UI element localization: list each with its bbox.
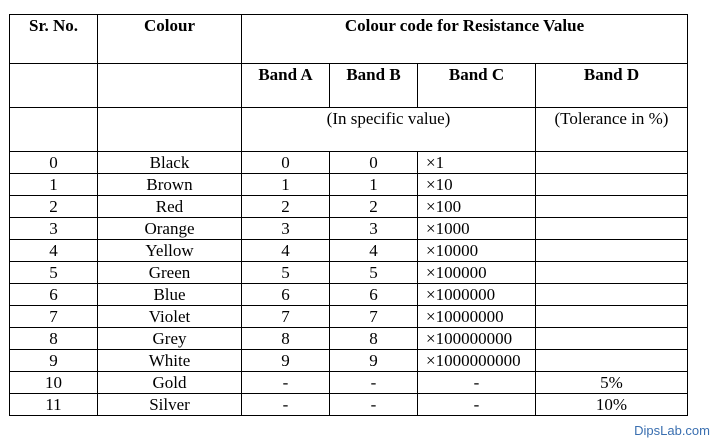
resistor-colour-code-table: Sr. No. Colour Colour code for Resistanc… [9, 14, 688, 416]
cell-colour: Yellow [97, 239, 242, 262]
cell-band-d [535, 305, 688, 328]
cell-sr-no: 2 [9, 195, 98, 218]
cell-sr-no: 5 [9, 261, 98, 284]
cell-colour: Orange [97, 217, 242, 240]
cell-colour: Violet [97, 305, 242, 328]
cell-band-a: 8 [241, 327, 330, 350]
cell-sr-no: 0 [9, 151, 98, 174]
cell-band-a: - [241, 393, 330, 416]
header-colour: Colour [97, 14, 242, 64]
cell-colour: Blue [97, 283, 242, 306]
cell-band-c: - [417, 393, 536, 416]
cell-band-c: ×1000000 [417, 283, 536, 306]
watermark-text: DipsLab.com [634, 423, 710, 438]
subheader-tolerance: (Tolerance in %) [535, 107, 688, 152]
cell-band-b: - [329, 393, 418, 416]
cell-band-a: - [241, 371, 330, 394]
cell-band-b: 8 [329, 327, 418, 350]
cell-sr-no: 9 [9, 349, 98, 372]
cell-band-d [535, 151, 688, 174]
cell-band-c: ×10000 [417, 239, 536, 262]
subheader-blank-colour [97, 107, 242, 152]
cell-band-b: - [329, 371, 418, 394]
cell-band-c: ×1000 [417, 217, 536, 240]
cell-colour: Gold [97, 371, 242, 394]
cell-band-c: ×10 [417, 173, 536, 196]
cell-sr-no: 11 [9, 393, 98, 416]
header-band-d: Band D [535, 63, 688, 108]
cell-sr-no: 10 [9, 371, 98, 394]
cell-sr-no: 1 [9, 173, 98, 196]
header-band-c: Band C [417, 63, 536, 108]
header-band-b: Band B [329, 63, 418, 108]
cell-band-a: 3 [241, 217, 330, 240]
cell-band-b: 2 [329, 195, 418, 218]
cell-colour: Black [97, 151, 242, 174]
header-sr-no: Sr. No. [9, 14, 98, 64]
cell-band-a: 7 [241, 305, 330, 328]
cell-band-d [535, 349, 688, 372]
cell-band-a: 4 [241, 239, 330, 262]
cell-band-b: 4 [329, 239, 418, 262]
cell-band-c: - [417, 371, 536, 394]
cell-band-b: 7 [329, 305, 418, 328]
cell-band-d [535, 239, 688, 262]
cell-band-c: ×100000 [417, 261, 536, 284]
cell-sr-no: 4 [9, 239, 98, 262]
cell-band-d: 10% [535, 393, 688, 416]
cell-band-c: ×1000000000 [417, 349, 536, 372]
cell-colour: Red [97, 195, 242, 218]
cell-band-c: ×1 [417, 151, 536, 174]
cell-band-c: ×10000000 [417, 305, 536, 328]
header-blank-sr [9, 63, 98, 108]
cell-colour: Silver [97, 393, 242, 416]
cell-band-b: 3 [329, 217, 418, 240]
cell-band-d [535, 195, 688, 218]
cell-sr-no: 6 [9, 283, 98, 306]
cell-band-d: 5% [535, 371, 688, 394]
header-colour-code-group: Colour code for Resistance Value [241, 14, 688, 64]
cell-band-d [535, 283, 688, 306]
header-blank-colour [97, 63, 242, 108]
cell-band-c: ×100 [417, 195, 536, 218]
cell-band-d [535, 217, 688, 240]
cell-band-b: 9 [329, 349, 418, 372]
cell-band-a: 0 [241, 151, 330, 174]
cell-band-a: 5 [241, 261, 330, 284]
cell-colour: White [97, 349, 242, 372]
cell-band-d [535, 327, 688, 350]
cell-band-d [535, 173, 688, 196]
cell-sr-no: 3 [9, 217, 98, 240]
cell-band-a: 6 [241, 283, 330, 306]
cell-band-a: 2 [241, 195, 330, 218]
cell-band-c: ×100000000 [417, 327, 536, 350]
header-band-a: Band A [241, 63, 330, 108]
cell-band-b: 5 [329, 261, 418, 284]
cell-band-b: 0 [329, 151, 418, 174]
subheader-blank-sr [9, 107, 98, 152]
cell-band-d [535, 261, 688, 284]
cell-colour: Green [97, 261, 242, 284]
cell-sr-no: 7 [9, 305, 98, 328]
cell-colour: Grey [97, 327, 242, 350]
subheader-specific-value: (In specific value) [241, 107, 536, 152]
cell-colour: Brown [97, 173, 242, 196]
cell-band-b: 6 [329, 283, 418, 306]
cell-band-a: 9 [241, 349, 330, 372]
cell-sr-no: 8 [9, 327, 98, 350]
cell-band-b: 1 [329, 173, 418, 196]
cell-band-a: 1 [241, 173, 330, 196]
